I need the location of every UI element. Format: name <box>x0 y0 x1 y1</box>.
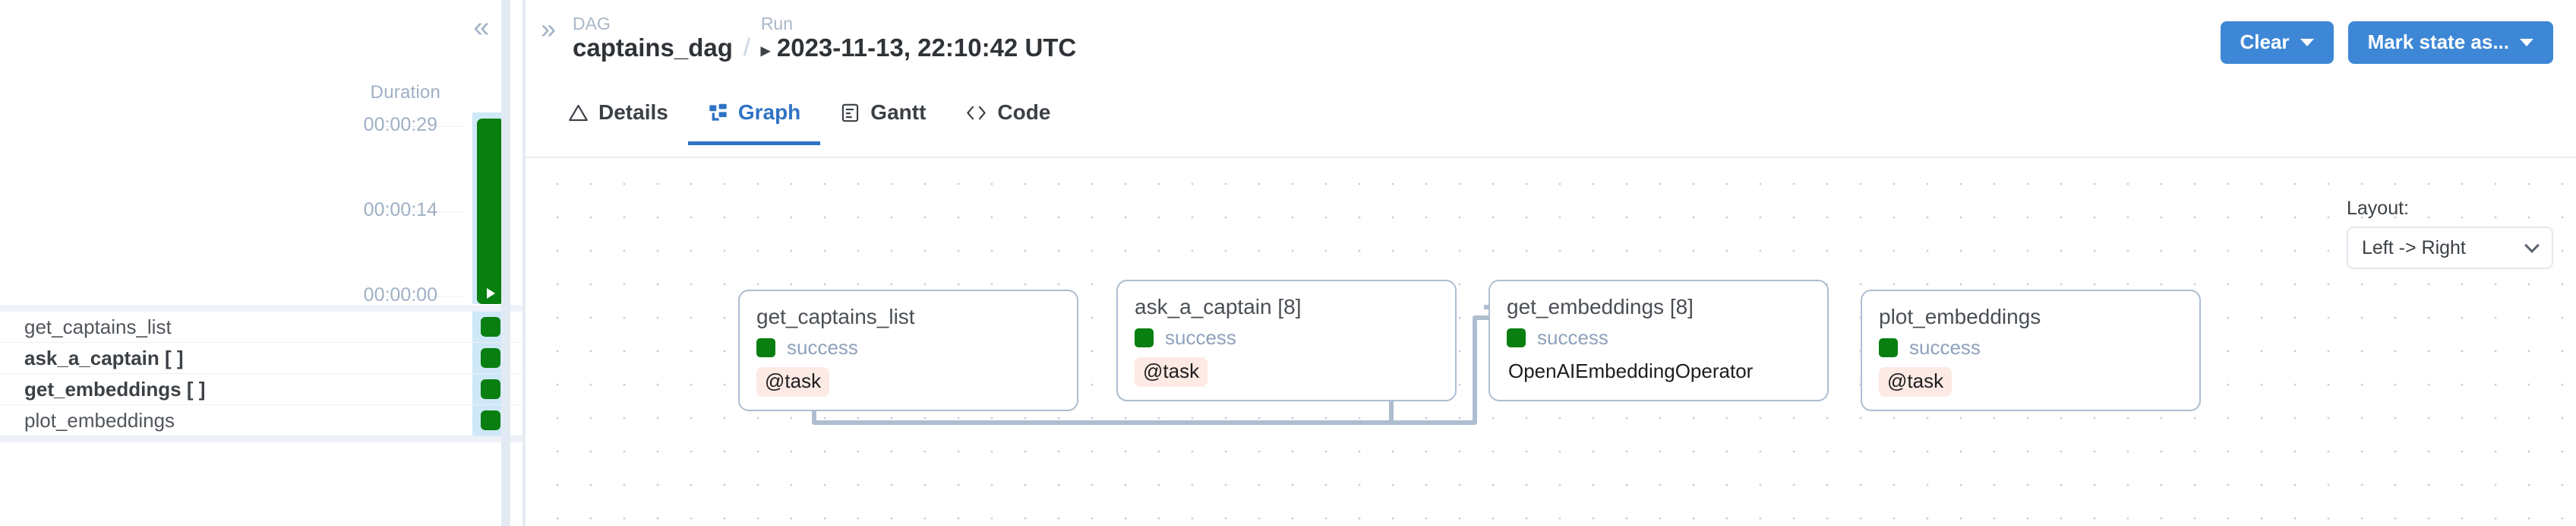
status-square-success[interactable] <box>481 410 500 430</box>
breadcrumb-run-kicker: Run <box>760 14 794 33</box>
tab-code-label: Code <box>997 100 1051 124</box>
graph-node-ask-a-captain[interactable]: ask_a_captain [8] success @task <box>1116 280 1457 401</box>
status-square-success <box>1507 328 1526 348</box>
axis-tick-mid: 00:00:14 <box>363 199 437 220</box>
axis-tick-max: 00:00:29 <box>363 114 437 135</box>
layout-select-value: Left -> Right <box>2362 236 2466 258</box>
node-state-label: success <box>1165 326 1236 350</box>
status-square-success[interactable] <box>481 348 500 368</box>
status-square-success[interactable] <box>481 317 500 337</box>
status-square-success <box>756 338 775 358</box>
graph-canvas[interactable]: Layout: Left -> Right get_captains_list … <box>526 158 2576 526</box>
task-name-label: get_captains_list <box>24 315 172 338</box>
status-square-success[interactable] <box>481 379 500 399</box>
node-type-badge: @task <box>1879 367 1953 398</box>
node-title: get_embeddings [8] <box>1507 295 1694 318</box>
run-timestamp: 2023-11-13, 22:10:42 UTC <box>776 33 1077 62</box>
tab-details[interactable]: Details <box>548 94 688 145</box>
task-name-label: plot_embeddings <box>24 408 175 432</box>
graph-node-get-captains-list[interactable]: get_captains_list success @task <box>738 290 1078 411</box>
axis-tick-min: 00:00:00 <box>363 284 437 306</box>
list-divider <box>0 306 524 312</box>
sidebar-resize-handle[interactable] <box>501 0 510 526</box>
chevrons-left-icon[interactable]: « <box>473 11 490 43</box>
task-name-label: ask_a_captain [ ] <box>24 346 184 369</box>
gridline <box>380 296 465 297</box>
chevron-down-icon <box>2520 38 2533 46</box>
gridline <box>380 126 465 127</box>
tab-code[interactable]: Code <box>945 94 1070 145</box>
grid-sidebar: « Duration 00:00:29 00:00:14 00:00:00 ge… <box>0 0 524 526</box>
node-title: plot_embeddings <box>1879 305 2041 328</box>
tab-graph[interactable]: Graph <box>687 94 821 145</box>
task-row[interactable]: ask_a_captain [ ] <box>0 343 524 374</box>
breadcrumb-dag-name: captains_dag <box>573 33 733 62</box>
node-type-badge: OpenAIEmbeddingOperator <box>1508 360 1754 383</box>
header-actions: Clear Mark state as... <box>2220 21 2553 64</box>
code-brackets-icon <box>965 103 987 123</box>
chevron-down-icon <box>2300 38 2314 46</box>
warning-triangle-icon <box>568 103 589 123</box>
node-state-label: success <box>1909 336 1981 360</box>
node-state: success <box>1879 336 2183 360</box>
mark-state-button[interactable]: Mark state as... <box>2347 21 2553 64</box>
breadcrumb-dag[interactable]: DAG captains_dag <box>573 14 733 62</box>
graph-nodes-icon <box>708 103 728 123</box>
sidebar-edge <box>522 0 524 526</box>
task-name-label: get_embeddings [ ] <box>24 377 206 401</box>
node-state: success <box>756 336 1060 360</box>
tab-details-label: Details <box>598 100 668 124</box>
tab-graph-label: Graph <box>737 100 801 124</box>
status-square-success <box>1135 328 1154 348</box>
node-state: success <box>1135 326 1438 350</box>
duration-header: Duration <box>370 82 440 103</box>
node-title: get_captains_list <box>756 305 915 328</box>
play-caret-icon: ▸ <box>760 40 770 62</box>
node-state-label: success <box>1537 326 1608 350</box>
breadcrumb: DAG captains_dag / Run ▸ 2023-11-13, 22:1… <box>573 14 1076 62</box>
duration-axis: 00:00:29 00:00:14 00:00:00 <box>0 114 524 306</box>
list-divider <box>0 436 524 442</box>
node-state: success <box>1507 326 1810 350</box>
layout-control: Layout: Left -> Right <box>2347 198 2553 269</box>
graph-node-plot-embeddings[interactable]: plot_embeddings success @task <box>1861 290 2201 411</box>
node-title: ask_a_captain [8] <box>1135 295 1302 318</box>
graph-node-get-embeddings[interactable]: get_embeddings [8] success OpenAIEmbeddi… <box>1488 280 1829 401</box>
tab-bar: Details Graph Gantt Code <box>548 94 1070 145</box>
status-square-success <box>1879 338 1898 358</box>
node-type-badge: @task <box>756 367 830 398</box>
breadcrumb-run-name: ▸ 2023-11-13, 22:10:42 UTC <box>761 33 1076 62</box>
node-type-badge: @task <box>1135 357 1208 388</box>
chevrons-right-icon[interactable]: » <box>540 13 557 44</box>
main-panel: » DAG captains_dag / Run ▸ 2023-11-13, 22… <box>524 0 2576 526</box>
layout-label: Layout: <box>2347 198 2410 219</box>
chevron-down-icon <box>2524 238 2540 253</box>
clear-button-label: Clear <box>2240 30 2290 53</box>
task-instance-list: get_captains_list ask_a_captain [ ] get_… <box>0 306 524 442</box>
play-triangle-icon <box>487 288 496 299</box>
breadcrumb-run[interactable]: Run ▸ 2023-11-13, 22:10:42 UTC <box>761 14 1076 62</box>
node-state-label: success <box>787 336 858 360</box>
tab-gantt[interactable]: Gantt <box>820 94 945 145</box>
mark-state-button-label: Mark state as... <box>2367 30 2509 53</box>
clear-button[interactable]: Clear <box>2220 21 2334 64</box>
layout-select[interactable]: Left -> Right <box>2347 227 2553 269</box>
tab-gantt-label: Gantt <box>870 100 927 124</box>
breadcrumb-dag-kicker: DAG <box>573 14 611 33</box>
task-row[interactable]: get_captains_list <box>0 312 524 343</box>
task-row[interactable]: plot_embeddings <box>0 405 524 436</box>
breadcrumb-separator: / <box>743 33 750 62</box>
sidebar-topbar: « <box>0 0 524 50</box>
dag-run-duration-bar[interactable] <box>477 119 504 304</box>
tab-bar-underline <box>526 157 2576 158</box>
task-row[interactable]: get_embeddings [ ] <box>0 374 524 405</box>
gantt-document-icon <box>840 103 860 123</box>
gridline <box>380 211 465 212</box>
